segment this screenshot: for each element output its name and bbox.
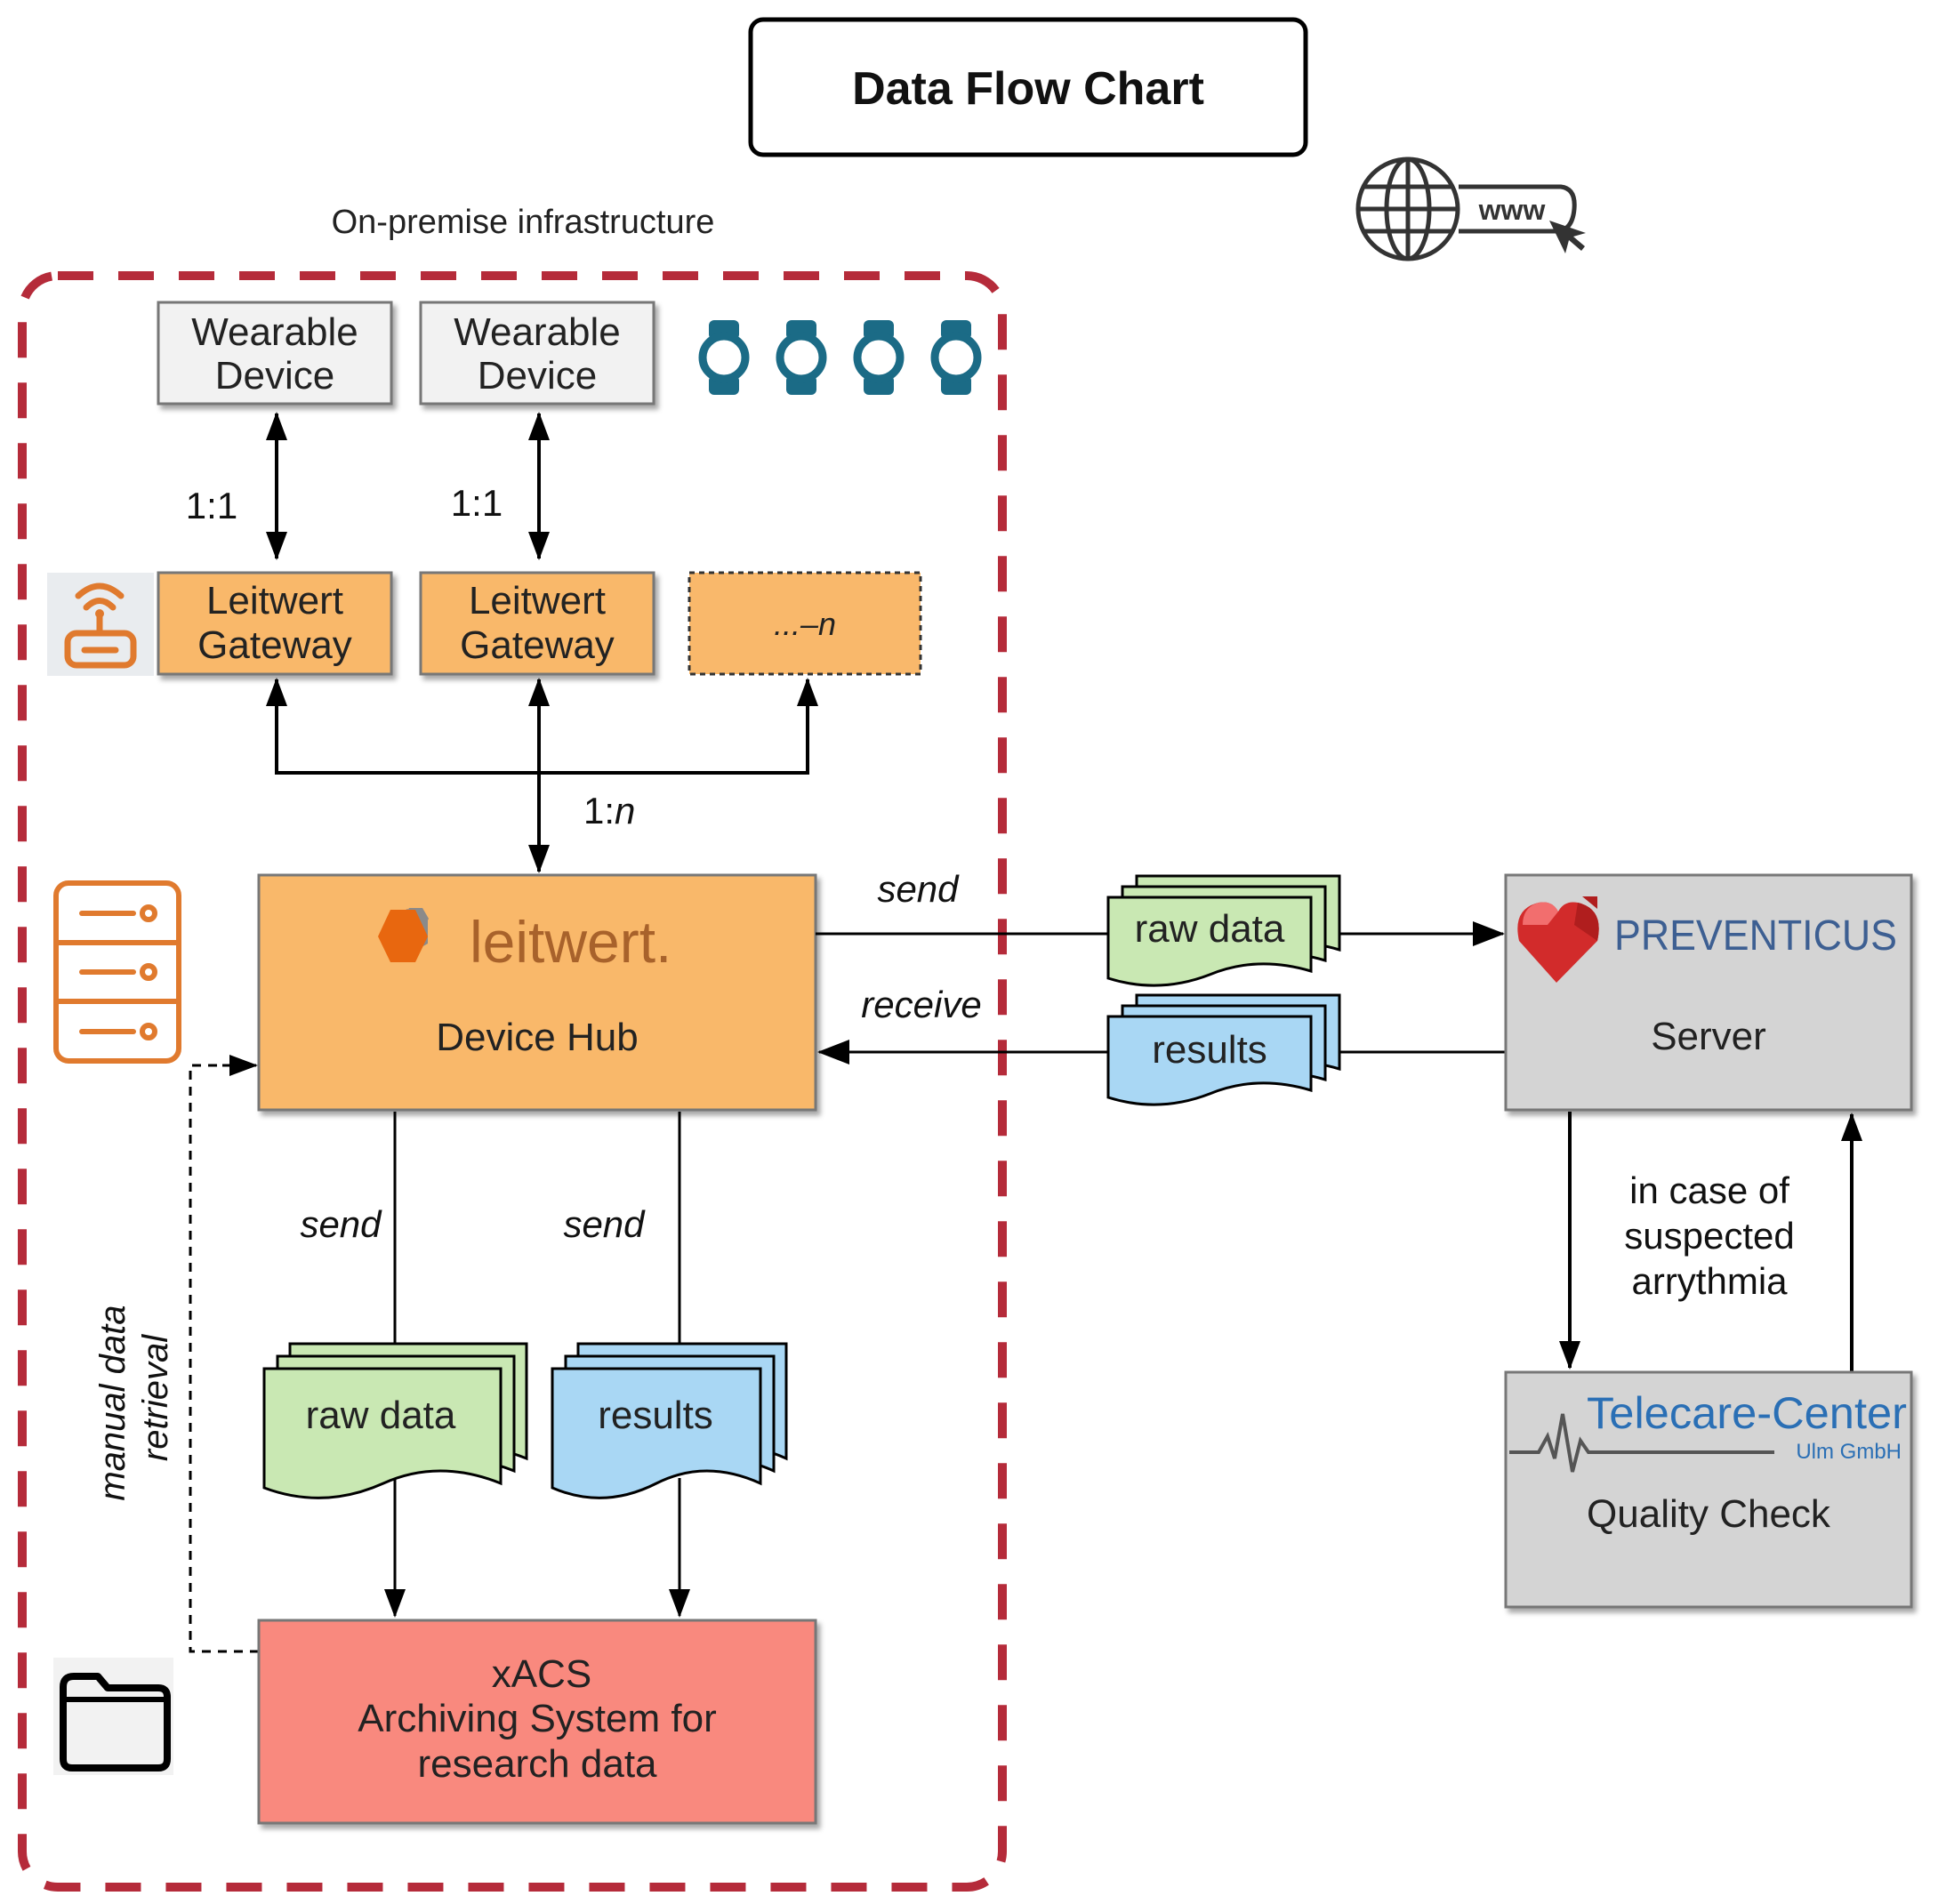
title-box: Data Flow Chart: [748, 17, 1308, 157]
manual-retrieval-label: manual data retrieval: [93, 1295, 175, 1500]
heart-icon: [1517, 896, 1599, 983]
gateway-more-box: ...–n: [688, 571, 922, 676]
gateway-2-line2: Gateway: [460, 623, 615, 667]
wearable-device-1-line2: Device: [215, 354, 335, 398]
results-document-stack-server: results: [1106, 993, 1341, 1106]
wearable-device-1-line1: Wearable: [191, 310, 358, 354]
server-rack-icon: [53, 880, 181, 1064]
receive-label: receive: [861, 984, 981, 1025]
archive-line3: research data: [417, 1742, 657, 1786]
preventicus-brand: PREVENTICUS: [1614, 912, 1897, 960]
raw-data-document-stack-server: raw data: [1106, 874, 1341, 987]
gateway-more-label: ...–n: [774, 606, 836, 642]
server-name: Server: [1651, 1015, 1766, 1058]
leitwert-brand: leitwert.: [470, 909, 671, 975]
arrhythmia-note-line3: arrythmia: [1631, 1260, 1788, 1302]
results-label-archive: results: [598, 1394, 713, 1437]
www-text: www: [1478, 194, 1546, 226]
wearable-device-2-line1: Wearable: [454, 310, 621, 354]
leitwert-gateway-box-1: Leitwert Gateway: [157, 571, 393, 676]
leitwert-gateway-box-2: Leitwert Gateway: [419, 571, 655, 676]
leitwert-logo-icon: [378, 908, 429, 962]
preventicus-server-box: PREVENTICUS Server: [1504, 873, 1913, 1112]
telecare-brand: Telecare-Center: [1587, 1388, 1907, 1438]
smartwatch-icon: [776, 320, 827, 395]
on-premise-region: [18, 271, 1007, 1892]
folder-icon: [53, 1658, 173, 1775]
results-label-server: results: [1152, 1028, 1267, 1072]
raw-data-label-archive: raw data: [306, 1394, 456, 1437]
raw-data-document-stack-archive: raw data: [262, 1342, 528, 1499]
wearable-device-box-2: Wearable Device: [419, 301, 655, 406]
gateway-2-line1: Leitwert: [469, 579, 606, 623]
manual-retrieval-connector: [189, 1064, 259, 1653]
wearable-device-2-line2: Device: [478, 354, 598, 398]
archive-line2: Archiving System for: [358, 1697, 716, 1740]
telecare-sub: Ulm GmbH: [1796, 1440, 1902, 1464]
archive-line1: xACS: [492, 1652, 591, 1696]
page-title: Data Flow Chart: [852, 63, 1204, 115]
raw-data-label-server: raw data: [1135, 907, 1285, 951]
send-label-server: send: [877, 868, 960, 910]
manual-retrieval-line1: manual data: [93, 1305, 133, 1500]
wearable-device-box-1: Wearable Device: [157, 301, 393, 406]
ratio-label-hub: 1:n: [583, 790, 635, 831]
smartwatch-icons: [698, 320, 982, 395]
telecare-quality-check-box: Telecare-Center Ulm GmbH Quality Check: [1504, 1370, 1913, 1609]
gateway-1-line1: Leitwert: [206, 579, 343, 623]
send-label-results-archive: send: [563, 1203, 646, 1245]
xacs-archive-box: xACS Archiving System for research data: [257, 1619, 817, 1825]
results-document-stack-archive: results: [551, 1342, 788, 1499]
arrhythmia-note-line1: in case of: [1629, 1169, 1789, 1211]
ratio-label-1: 1:1: [186, 485, 237, 526]
smartwatch-icon: [930, 320, 982, 395]
send-label-raw-archive: send: [300, 1203, 382, 1245]
smartwatch-icon: [853, 320, 905, 395]
device-hub-box: leitwert. Device Hub: [257, 873, 817, 1112]
router-icon: [47, 573, 154, 676]
ratio-label-2: 1:1: [451, 482, 503, 524]
globe-www-icon: www: [1355, 157, 1586, 261]
arrhythmia-note-line2: suspected: [1624, 1215, 1794, 1257]
device-hub-name: Device Hub: [436, 1016, 638, 1059]
gateway-1-line2: Gateway: [197, 623, 352, 667]
region-label: On-premise infrastructure: [332, 204, 715, 241]
manual-retrieval-line2: retrieval: [136, 1334, 175, 1461]
smartwatch-icon: [698, 320, 750, 395]
telecare-name: Quality Check: [1587, 1492, 1831, 1536]
ecg-line-icon: [1509, 1413, 1774, 1473]
